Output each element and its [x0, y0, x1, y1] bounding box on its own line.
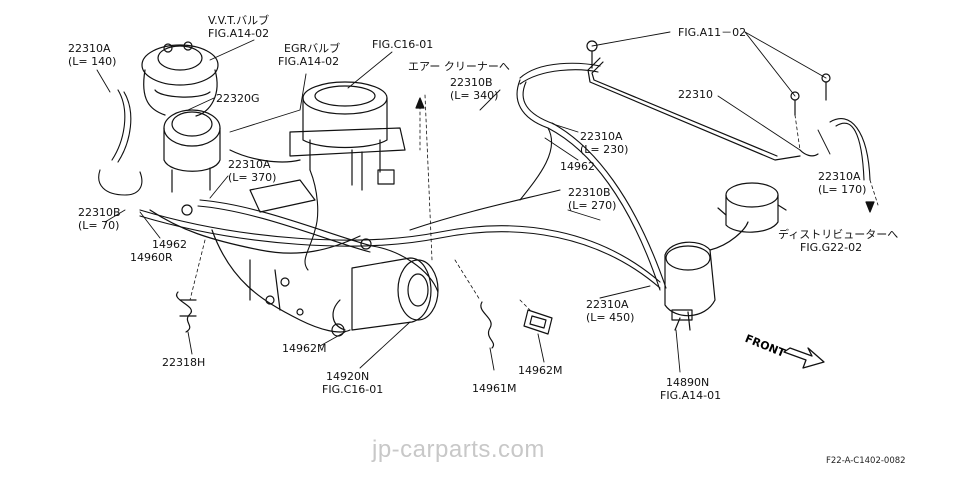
label-22310a-450: 22310A (L= 450)	[586, 298, 635, 324]
hose-lines	[98, 62, 871, 293]
egr-valve-drawing	[163, 109, 221, 193]
dashed-reference-lines	[189, 94, 879, 311]
label-14962-left: 14962	[152, 238, 187, 251]
throttle-body-drawing	[289, 81, 406, 191]
label-vvt-valve: V.V.T.バルブ FIG.A14-02	[208, 14, 270, 40]
label-14962m-right: 14962M	[518, 364, 563, 377]
hose-clips	[175, 204, 553, 349]
label-22310a-370: 22310A (L= 370)	[228, 158, 277, 184]
watermark: jp-carparts.com	[372, 436, 545, 463]
label-14962m-left: 14962M	[282, 342, 327, 355]
direction-arrows	[415, 97, 875, 213]
label-fig-c16-top: FIG.C16-01	[372, 38, 434, 51]
label-14890n: 14890N FIG.A14-01	[660, 376, 722, 402]
label-22310b-270: 22310B (L= 270)	[568, 186, 617, 212]
label-22310a-140: 22310A (L= 140)	[68, 42, 117, 68]
label-14962-mid: 14962	[560, 160, 595, 173]
front-arrow	[783, 347, 825, 369]
label-14920n: 14920N FIG.C16-01	[322, 370, 384, 396]
label-22318h: 22318H	[162, 356, 206, 369]
label-22310a-170: 22310A (L= 170)	[818, 170, 867, 196]
label-14960r: 14960R	[130, 251, 173, 264]
vvt-valve-drawing	[141, 41, 219, 117]
valve-14890n-drawing	[664, 182, 787, 331]
label-22310b-340: 22310B (L= 340)	[450, 76, 499, 102]
drawing-code: F22-A-C1402-0082	[826, 456, 906, 466]
pipe-22310-drawing	[586, 40, 831, 161]
canister-14920n-drawing	[331, 257, 439, 337]
label-to-distributor: ディストリビューターへ FIG.G22-02	[778, 228, 899, 254]
label-22320g: 22320G	[216, 92, 260, 105]
label-fig-a11: FIG.A11－02	[678, 26, 747, 39]
label-22310a-230: 22310A (L= 230)	[580, 130, 629, 156]
label-22310: 22310	[678, 88, 713, 101]
label-egr-valve: EGRバルブ FIG.A14-02	[278, 42, 341, 68]
label-22310b-70: 22310B (L= 70)	[78, 206, 121, 232]
leader-lines	[96, 31, 831, 373]
label-air-cleaner: エアー クリーナーへ	[408, 60, 510, 73]
label-14961m: 14961M	[472, 382, 517, 395]
